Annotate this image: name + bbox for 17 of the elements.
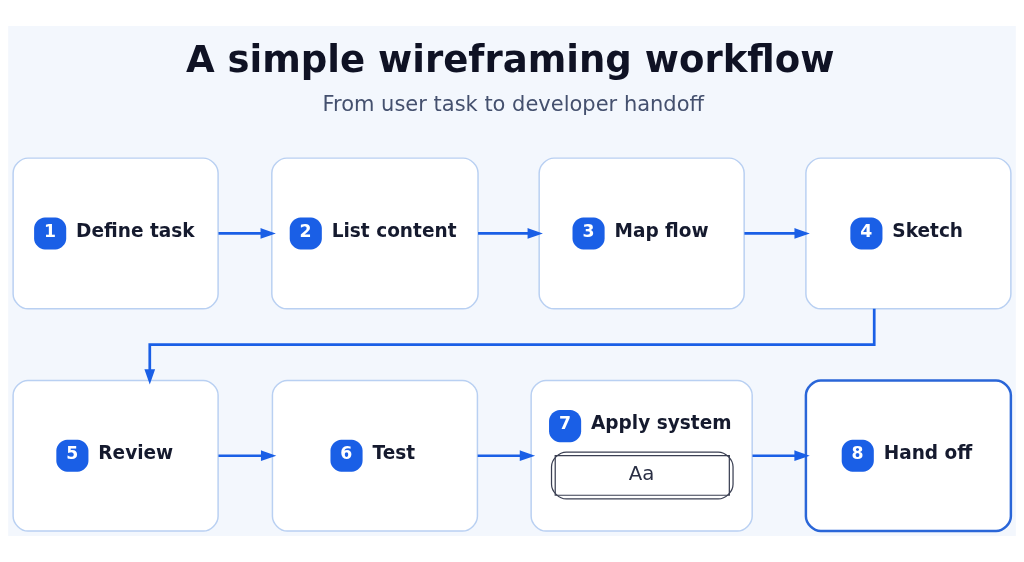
- arrow: [744, 228, 810, 239]
- arrow: [144, 308, 876, 385]
- arrow: [218, 228, 276, 239]
- node-box: 5 Review: [12, 379, 219, 532]
- node-box: 3 Map flow: [538, 157, 745, 310]
- arrow: [218, 450, 277, 462]
- node-box: 2 List content: [271, 157, 479, 310]
- arrow: [752, 450, 810, 462]
- node-box: 8 Hand off: [804, 379, 1013, 533]
- node-box: 4 Sketch: [805, 157, 1012, 310]
- arrow: [477, 450, 536, 462]
- caption: From user task to developer handoff: [322, 92, 704, 117]
- diagram-title: A simple wireframing workflow: [186, 38, 835, 82]
- arrow: [478, 228, 543, 239]
- node-box: 1 Define task: [12, 157, 219, 310]
- node-box: 6 Test: [271, 379, 479, 532]
- node-box: 7 Apply system Aa: [530, 379, 753, 532]
